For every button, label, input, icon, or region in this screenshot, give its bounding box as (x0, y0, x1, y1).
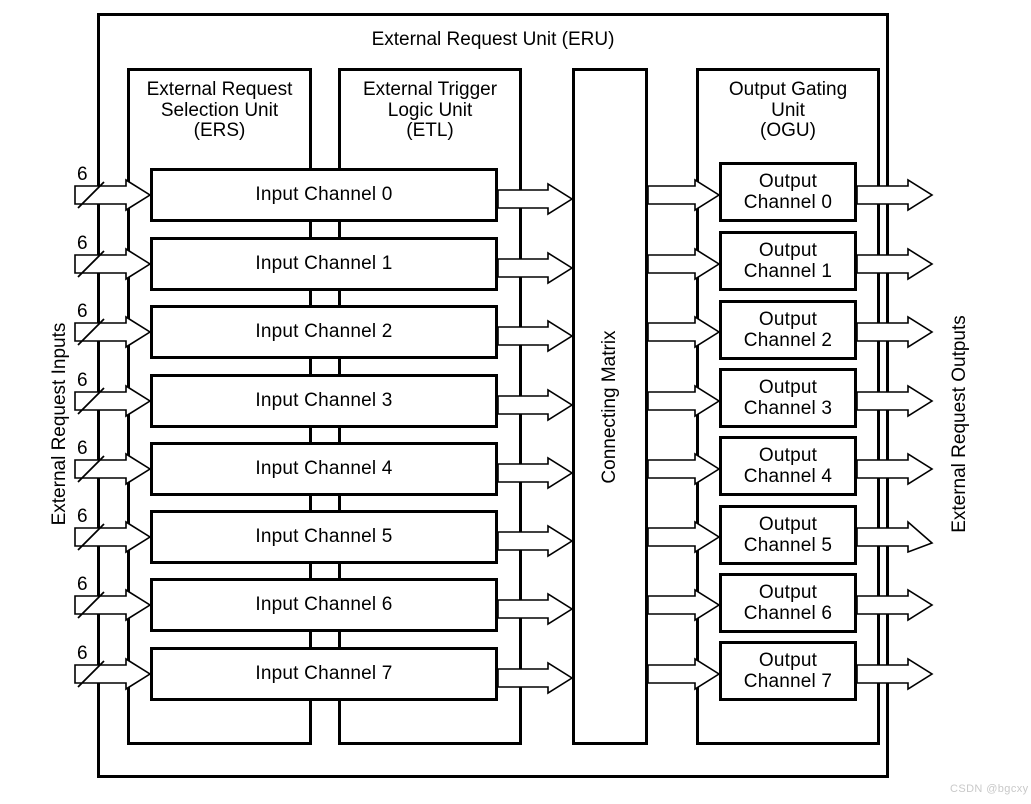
output-channel-box: Output Channel 1 (719, 231, 857, 291)
input-channel-box: Input Channel 4 (150, 442, 498, 496)
output-channel-box: Output Channel 5 (719, 505, 857, 565)
bus-width-label: 6 (77, 233, 88, 254)
input-channel-box: Input Channel 2 (150, 305, 498, 359)
output-channel-box: Output Channel 7 (719, 641, 857, 701)
input-channel-box: Input Channel 5 (150, 510, 498, 564)
input-channel-box: Input Channel 1 (150, 237, 498, 291)
output-channel-box: Output Channel 6 (719, 573, 857, 633)
input-channel-box: Input Channel 3 (150, 374, 498, 428)
bus-width-label: 6 (77, 370, 88, 391)
input-channel-label: Input Channel 1 (255, 253, 393, 275)
connecting-matrix-unit (572, 68, 648, 745)
bus-width-label: 6 (77, 506, 88, 527)
input-channel-box: Input Channel 0 (150, 168, 498, 222)
bus-width-label: 6 (77, 301, 88, 322)
input-channel-label: Input Channel 2 (255, 321, 393, 343)
input-channel-label: Input Channel 6 (255, 594, 393, 616)
output-channel-box: Output Channel 3 (719, 368, 857, 428)
input-channel-box: Input Channel 6 (150, 578, 498, 632)
ogu-unit-title: Output Gating Unit (OGU) (728, 79, 848, 142)
output-channel-label: Output Channel 6 (743, 581, 833, 624)
bus-width-label: 6 (77, 643, 88, 664)
bus-width-label: 6 (77, 438, 88, 459)
output-channel-label: Output Channel 5 (743, 513, 833, 556)
etl-unit-title: External Trigger Logic Unit (ETL) (362, 79, 498, 142)
output-channel-label: Output Channel 1 (743, 239, 833, 282)
watermark: CSDN @bgcxy (950, 783, 1029, 795)
ers-unit-title: External Request Selection Unit (ERS) (146, 79, 293, 142)
input-channel-label: Input Channel 7 (255, 663, 393, 685)
bus-width-label: 6 (77, 574, 88, 595)
bus-width-label: 6 (77, 164, 88, 185)
input-channel-box: Input Channel 7 (150, 647, 498, 701)
output-channel-box: Output Channel 4 (719, 436, 857, 496)
input-channel-label: Input Channel 4 (255, 458, 393, 480)
input-channel-label: Input Channel 3 (255, 390, 393, 412)
output-channel-label: Output Channel 7 (743, 649, 833, 692)
output-channel-box: Output Channel 2 (719, 300, 857, 360)
output-channel-label: Output Channel 3 (743, 376, 833, 419)
output-channel-label: Output Channel 0 (743, 170, 833, 213)
eru-title: External Request Unit (ERU) (371, 29, 615, 50)
output-channel-label: Output Channel 4 (743, 444, 833, 487)
output-channel-label: Output Channel 2 (743, 308, 833, 351)
external-request-outputs-label: External Request Outputs (949, 315, 970, 533)
input-channel-label: Input Channel 0 (255, 184, 393, 206)
external-request-inputs-label: External Request Inputs (49, 322, 70, 526)
output-channel-box: Output Channel 0 (719, 162, 857, 222)
input-channel-label: Input Channel 5 (255, 526, 393, 548)
